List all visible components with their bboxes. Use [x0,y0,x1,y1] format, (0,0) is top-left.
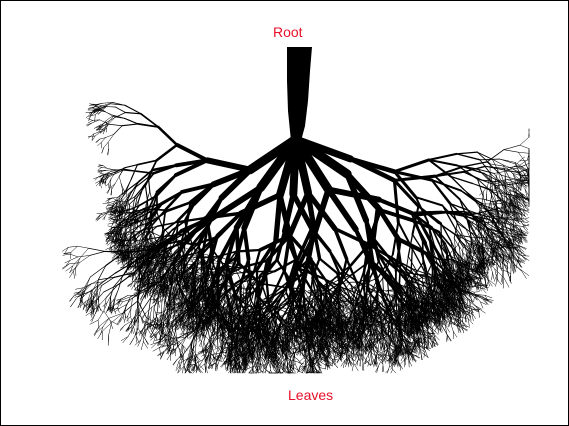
leaves-label: Leaves [288,387,333,403]
tree-branches [62,47,529,373]
trunk [287,47,312,141]
root-label: Root [273,24,303,40]
